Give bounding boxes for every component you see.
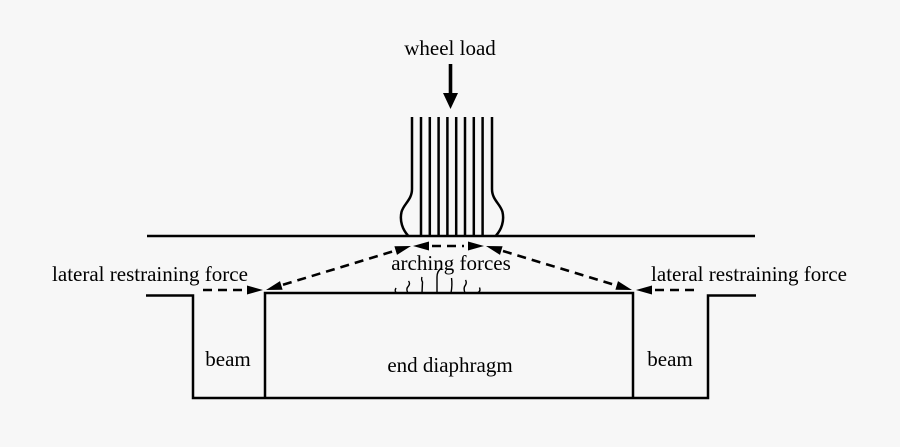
arching-arrow-right <box>486 246 632 290</box>
beam-label-right: beam <box>647 347 692 371</box>
wheel-tire-hatching <box>399 117 505 237</box>
lateral-restraining-force-label-right: lateral restraining force <box>651 262 847 286</box>
lateral-restraining-force-label-left: lateral restraining force <box>52 262 248 286</box>
wheel-load-label: wheel load <box>404 36 496 60</box>
compression-arrow-horizontal <box>413 241 484 251</box>
crack-marks <box>394 267 481 294</box>
diaphragm-outline <box>263 291 635 398</box>
arching-arrow-left <box>266 246 411 290</box>
beam-label-left: beam <box>205 347 250 371</box>
lateral-force-arrow-left <box>203 285 263 295</box>
arching-forces-arrows <box>266 241 632 290</box>
tire-bulge-right <box>490 117 505 237</box>
girder-outline <box>146 294 756 400</box>
tire-bulge-left <box>399 117 414 237</box>
down-arrow-icon <box>443 64 458 109</box>
end-diaphragm-label: end diaphragm <box>387 353 512 377</box>
lateral-force-arrow-right <box>636 285 698 295</box>
arching-forces-label: arching forces <box>391 251 511 275</box>
